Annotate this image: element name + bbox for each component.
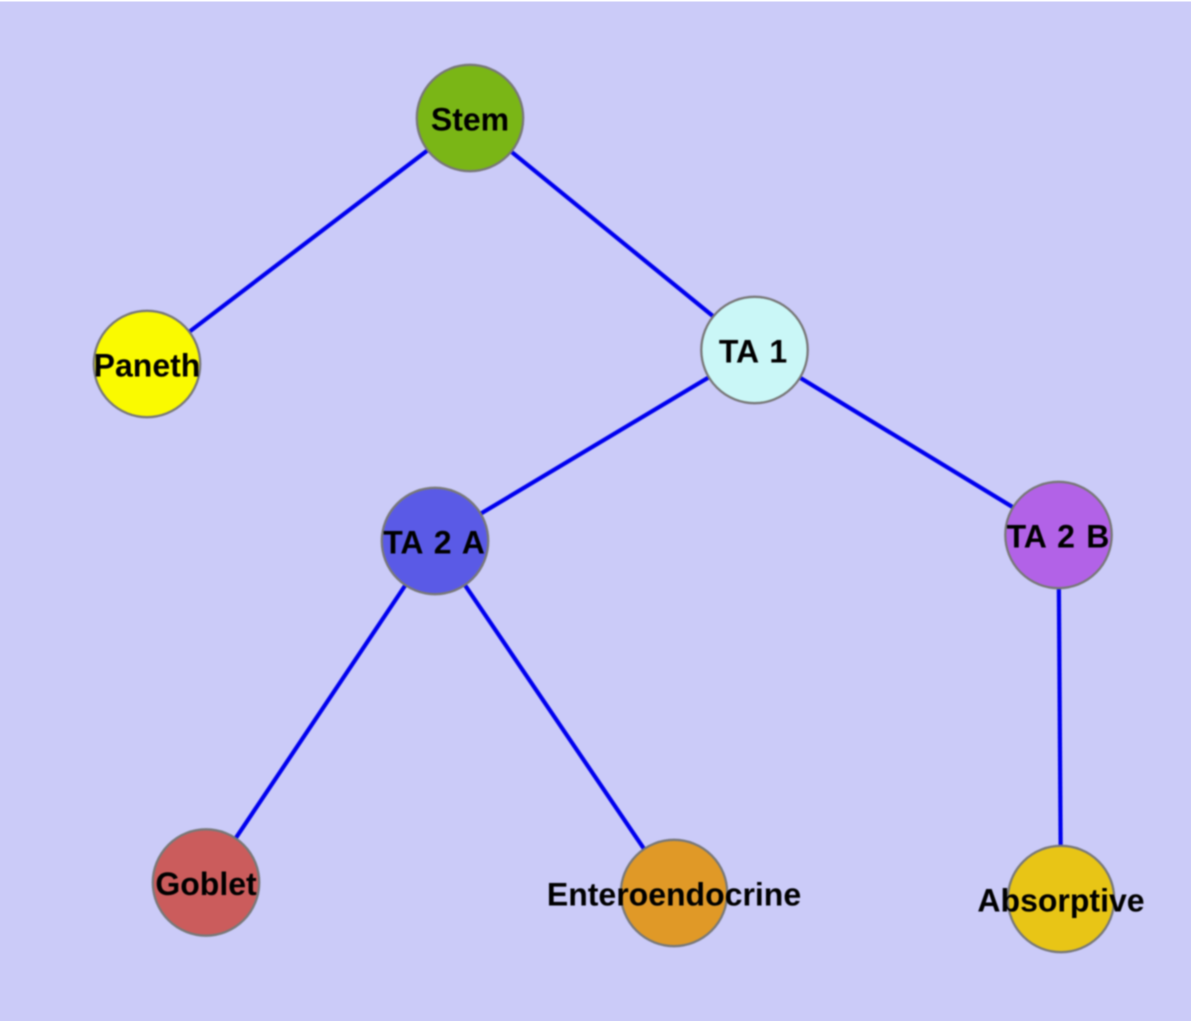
svg-text:TA 2 A: TA 2 A xyxy=(383,525,485,561)
svg-text:Goblet: Goblet xyxy=(155,866,257,902)
svg-text:Stem: Stem xyxy=(431,102,509,138)
svg-text:TA 1: TA 1 xyxy=(719,334,787,370)
svg-text:TA 2 B: TA 2 B xyxy=(1007,519,1110,555)
svg-text:Enteroendocrine: Enteroendocrine xyxy=(547,877,801,913)
svg-text:Paneth: Paneth xyxy=(94,348,201,384)
svg-text:Absorptive: Absorptive xyxy=(977,883,1144,919)
